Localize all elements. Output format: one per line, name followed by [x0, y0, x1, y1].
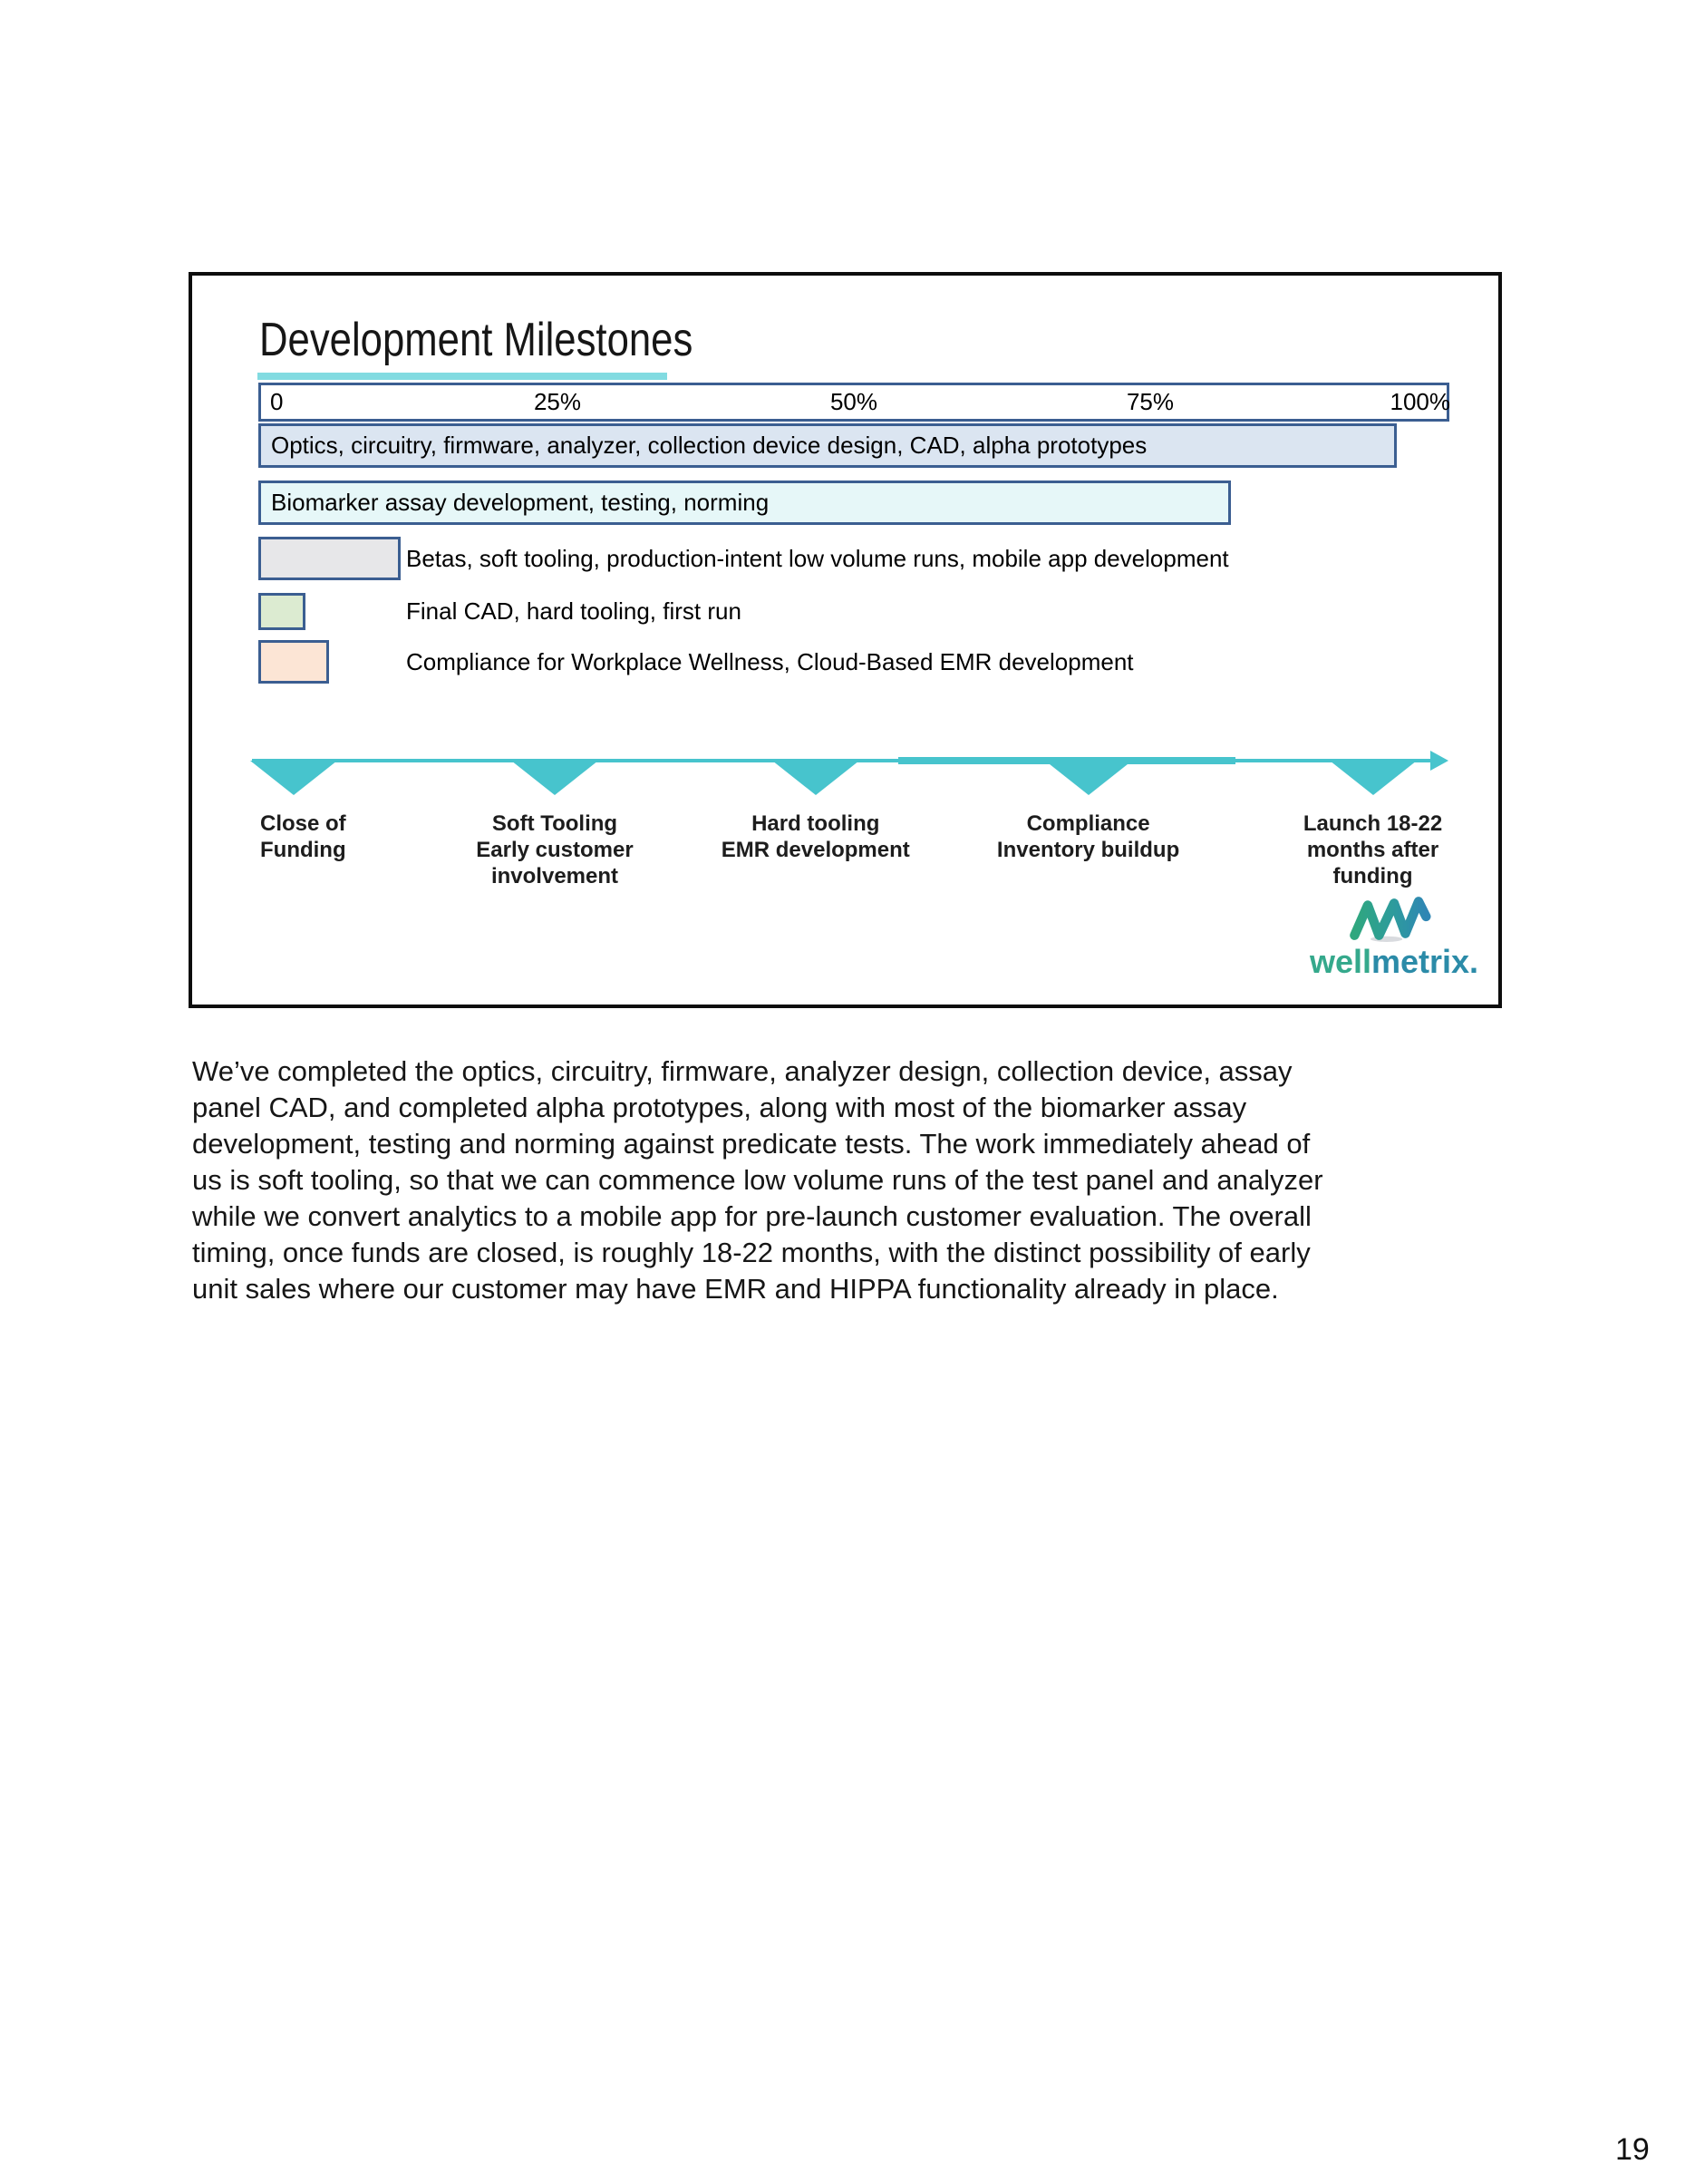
milestone-label-line: involvement — [490, 864, 619, 888]
axis-tick-label: 50% — [829, 388, 878, 415]
slide-title: Development Milestones — [259, 314, 693, 366]
logo-word-metrix: metrix — [1371, 943, 1470, 980]
percent-axis: 0 25% 50% 75% 100% — [258, 383, 1451, 422]
milestone-label-line: Soft Tooling — [491, 811, 618, 836]
notes-line: timing, once funds are closed, is roughl… — [192, 1237, 1311, 1268]
page-number: 19 — [1615, 2132, 1650, 2167]
milestone-marker-icon — [250, 761, 338, 795]
milestone-label-line: Early customer — [476, 838, 634, 862]
gantt-bar — [258, 537, 401, 580]
wellmetrix-squiggle-icon — [1350, 897, 1431, 942]
gantt-bar: Biomarker assay development, testing, no… — [258, 480, 1231, 525]
milestone-label-line: Funding — [260, 838, 346, 862]
milestone-label-line: Inventory buildup — [996, 838, 1180, 862]
notes-line: development, testing and norming against… — [192, 1128, 1311, 1160]
milestone-marker-icon — [1329, 761, 1417, 795]
milestone-label-line: Close of — [260, 811, 346, 836]
notes-paragraph: We’ve completed the optics, circuitry, f… — [192, 1053, 1352, 1307]
axis-tick-label: 25% — [533, 388, 582, 415]
gantt-bar: Optics, circuitry, firmware, analyzer, c… — [258, 423, 1397, 468]
notes-line: us is soft tooling, so that we can comme… — [192, 1164, 1323, 1196]
slide-frame: Development Milestones 0 25% 50% 75% 100% Op… — [189, 272, 1502, 1008]
milestone-marker-icon — [1044, 761, 1132, 795]
milestone-label-line: months after — [1306, 838, 1439, 862]
gantt-bar-label: Final CAD, hard tooling, first run — [406, 597, 741, 625]
notes-line: We’ve completed the optics, circuitry, f… — [192, 1055, 1293, 1087]
wellmetrix-logo: wellmetrix. — [1285, 894, 1503, 981]
gantt-bar-label: Betas, soft tooling, production-intent l… — [406, 544, 1229, 572]
logo-word-well: well — [1309, 943, 1371, 980]
gantt-bar-label: Optics, circuitry, firmware, analyzer, c… — [271, 432, 1148, 459]
milestone-label-line: Hard tooling — [751, 811, 880, 836]
milestone-label-line: Launch 18-22 — [1303, 811, 1443, 836]
milestone-marker-icon — [511, 761, 598, 795]
milestone-label-line: Compliance — [1026, 811, 1150, 836]
title-underline — [257, 373, 667, 380]
notes-line: panel CAD, and completed alpha prototype… — [192, 1092, 1247, 1123]
gantt-bar — [258, 640, 330, 684]
gantt-bar-label: Compliance for Workplace Wellness, Cloud… — [406, 647, 1134, 675]
milestone-label-line: funding — [1332, 864, 1413, 888]
milestone-marker-icon — [771, 761, 859, 795]
gantt-bar — [258, 593, 306, 630]
arrowhead-icon — [1430, 751, 1448, 771]
axis-tick-label: 75% — [1126, 388, 1175, 415]
wellmetrix-wordmark: wellmetrix. — [1285, 943, 1503, 981]
milestone-label-line: EMR development — [721, 838, 910, 862]
notes-line: while we convert analytics to a mobile a… — [192, 1200, 1312, 1232]
gantt-bar-label: Biomarker assay development, testing, no… — [271, 489, 770, 516]
notes-line: unit sales where our customer may have E… — [192, 1273, 1279, 1305]
axis-tick-label: 100% — [1390, 388, 1451, 415]
axis-tick-label: 0 — [270, 388, 284, 415]
logo-word-suffix: . — [1469, 943, 1479, 980]
